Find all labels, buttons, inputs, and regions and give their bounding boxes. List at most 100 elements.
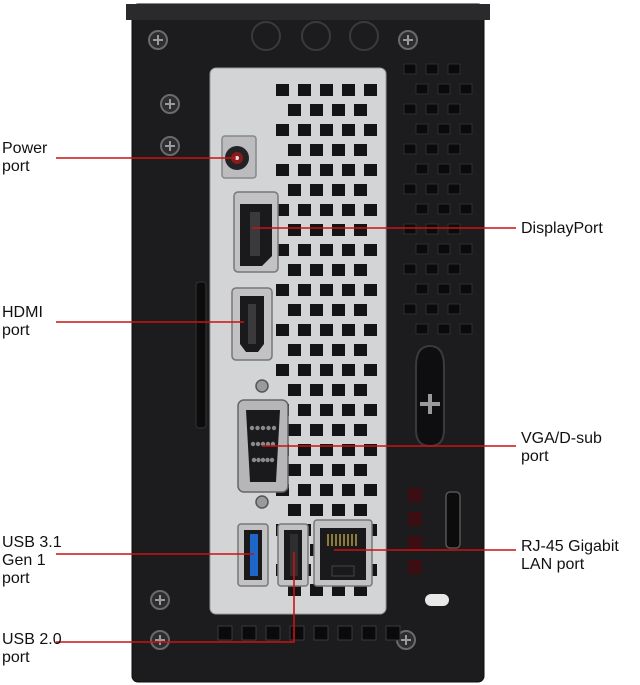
vent-hole (354, 464, 367, 476)
vent-hole (342, 84, 355, 96)
vent-hole (332, 104, 345, 116)
vent-hole (415, 163, 429, 175)
vent-hole (276, 324, 289, 336)
vga-pin (255, 425, 260, 431)
vent-hole (310, 504, 323, 516)
vent-hole (408, 536, 422, 550)
vent-hole (425, 143, 439, 155)
vent-hole (447, 183, 461, 195)
bottom-ventilation-slots (217, 625, 401, 641)
vent-hole (298, 444, 311, 456)
vent-hole (342, 484, 355, 496)
vent-hole (332, 464, 345, 476)
vent-hole (320, 244, 333, 256)
vent-hole (342, 284, 355, 296)
vent-hole (437, 323, 451, 335)
vent-hole (332, 384, 345, 396)
vga-pin (250, 441, 256, 447)
vent-hole (415, 243, 429, 255)
vent-hole (408, 560, 422, 574)
vent-hole (288, 344, 301, 356)
vga-pin (251, 457, 257, 463)
vent-hole (459, 283, 473, 295)
vent-hole (288, 504, 301, 516)
vent-hole (425, 183, 439, 195)
vent-hole (354, 584, 367, 596)
vent-hole (288, 224, 301, 236)
vent-hole (364, 124, 377, 136)
vent-hole (288, 384, 301, 396)
vga-pin (249, 425, 255, 431)
vent-hole (332, 584, 345, 596)
vent-hole (276, 284, 289, 296)
lock-slot (425, 594, 449, 606)
vent-hole (354, 344, 367, 356)
vent-hole (288, 424, 301, 436)
vent-hole (447, 263, 461, 275)
vent-hole (364, 364, 377, 376)
vent-hole (403, 143, 417, 155)
vent-hole (415, 83, 429, 95)
vent-hole (310, 104, 323, 116)
vent-slot (337, 625, 353, 641)
vent-hole (403, 63, 417, 75)
vga-pin (256, 457, 261, 463)
vent-hole (310, 584, 323, 596)
vent-hole (332, 144, 345, 156)
screw-icon (160, 94, 180, 114)
vent-hole (298, 364, 311, 376)
vent-hole (342, 204, 355, 216)
vent-hole (310, 344, 323, 356)
vent-hole (298, 164, 311, 176)
vent-hole (310, 304, 323, 316)
vent-hole (320, 324, 333, 336)
vent-hole (298, 284, 311, 296)
vent-hole (415, 123, 429, 135)
vent-slot (313, 625, 329, 641)
vent-hole (447, 223, 461, 235)
vent-hole (298, 324, 311, 336)
vent-hole (364, 204, 377, 216)
vent-hole (320, 284, 333, 296)
screw-icon (148, 30, 168, 50)
vent-hole (354, 504, 367, 516)
callout-line-usb20 (56, 552, 295, 643)
vent-hole (320, 204, 333, 216)
vent-hole (298, 404, 311, 416)
vent-hole (364, 324, 377, 336)
vent-hole (288, 104, 301, 116)
vent-hole (310, 384, 323, 396)
vent-hole (332, 224, 345, 236)
vent-hole (354, 184, 367, 196)
vent-hole (354, 224, 367, 236)
vent-hole (403, 103, 417, 115)
vent-hole (320, 124, 333, 136)
vga-pin (260, 457, 266, 463)
vent-hole (364, 484, 377, 496)
vga-pin (255, 441, 261, 447)
vent-hole (298, 124, 311, 136)
vent-hole (408, 512, 422, 526)
vent-hole (332, 504, 345, 516)
vent-hole (437, 203, 451, 215)
vent-hole (354, 384, 367, 396)
screw-icon (150, 630, 170, 650)
vent-hole (310, 424, 323, 436)
vent-hole (447, 143, 461, 155)
vent-hole (425, 263, 439, 275)
vent-hole (310, 224, 323, 236)
usb20-port (277, 523, 309, 587)
vent-hole (415, 283, 429, 295)
vent-slot (265, 625, 281, 641)
vent-slot (385, 625, 401, 641)
vent-hole (403, 223, 417, 235)
screw-icon (160, 136, 180, 156)
right-bracket-slot (445, 491, 461, 549)
vent-hole (459, 203, 473, 215)
displayport-port (233, 191, 279, 273)
vent-hole (288, 144, 301, 156)
callout-lines (56, 157, 516, 643)
vent-hole (415, 203, 429, 215)
